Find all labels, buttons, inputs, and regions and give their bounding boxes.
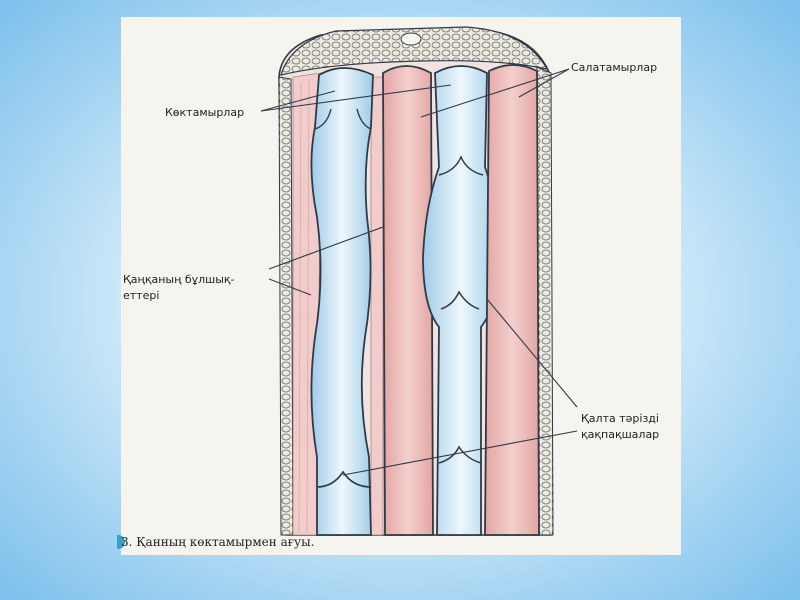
label-muscles-line1: Қаңқаның бұлшық- bbox=[123, 273, 235, 286]
figure-number-marker bbox=[117, 535, 125, 549]
leader-lines bbox=[260, 68, 578, 476]
label-veins: Көктамырлар bbox=[165, 106, 245, 119]
vein-diagram bbox=[260, 26, 578, 536]
label-valves-line1: Қалта тәрізді bbox=[581, 412, 659, 425]
label-muscles-line2: еттері bbox=[123, 289, 160, 302]
figure-panel: Көктамырлар Салатамырлар Қаңқаның бұлшық… bbox=[117, 17, 681, 555]
artery-2 bbox=[484, 64, 540, 536]
label-arteries: Салатамырлар bbox=[571, 61, 658, 74]
figure-caption: 3. Қанның көктамырмен ағуы. bbox=[121, 535, 315, 549]
artery-1 bbox=[382, 65, 434, 536]
label-valves-line2: қақпақшалар bbox=[581, 428, 660, 441]
vein-1 bbox=[310, 67, 374, 536]
